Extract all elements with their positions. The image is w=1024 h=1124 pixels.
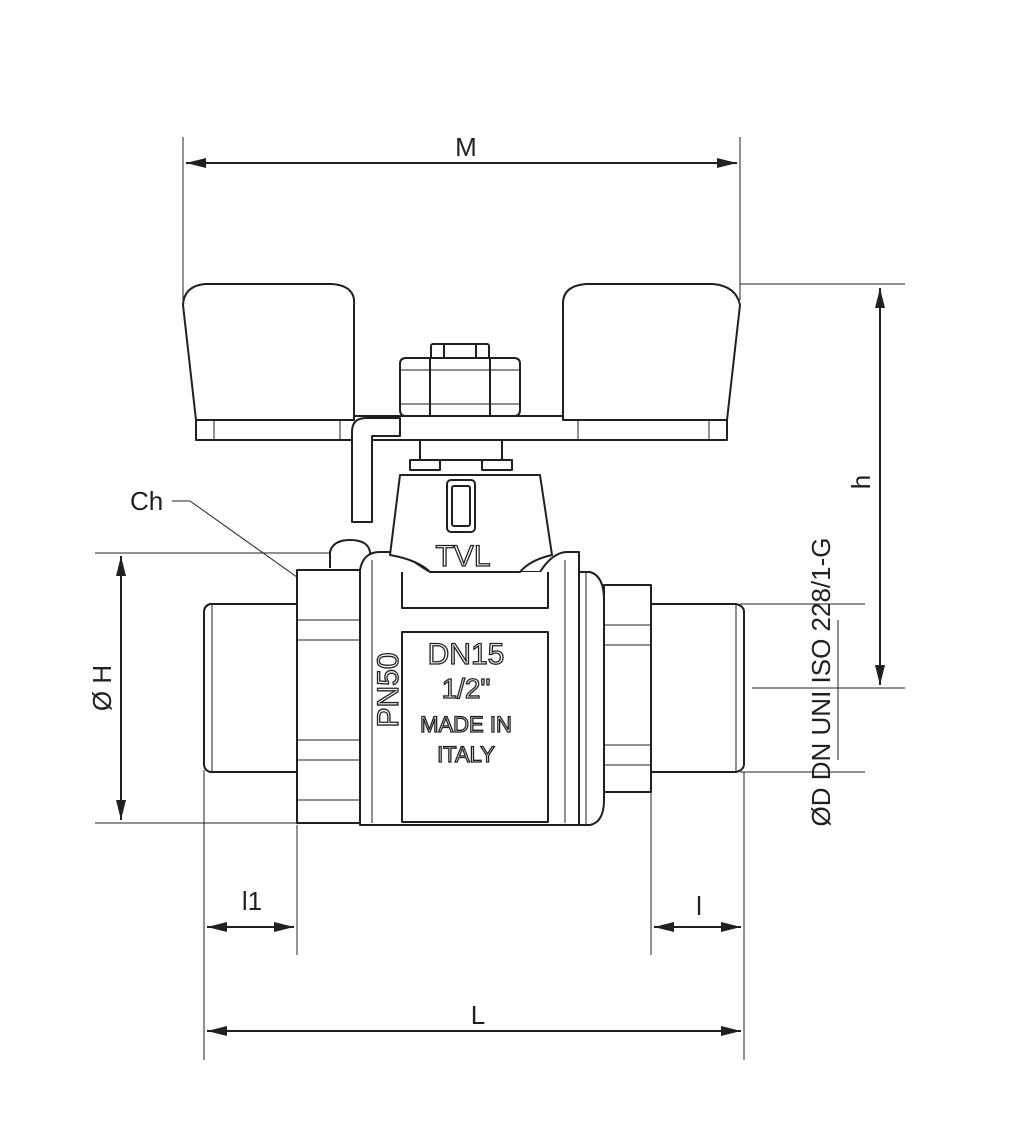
dimension-l1: l1 [203, 770, 298, 1060]
dimension-total-length-label: L [471, 1000, 485, 1030]
pressure-rating: PN50 [372, 652, 405, 727]
handle-wing-left [182, 283, 356, 421]
dimension-ch-label: Ch [130, 486, 163, 516]
dimension-m-label: M [455, 132, 477, 162]
dimension-dia-h-label: Ø H [87, 665, 117, 711]
dimension-m: M [182, 132, 741, 300]
valve-body [203, 474, 745, 826]
brand-mark: TVL [435, 540, 490, 573]
thread-standard-label: ØD DN UNI ISO 228/1-G [806, 538, 836, 827]
stem-nut [399, 343, 521, 471]
dimension-l-label: l [696, 891, 702, 921]
dimension-h: h [740, 283, 905, 689]
left-hex-nut [296, 569, 361, 824]
body-markings: TVL PN50 DN15 1/2" MADE IN ITALY [371, 539, 512, 767]
dimension-l: l [650, 772, 745, 1060]
dimension-dia-h: Ø H [87, 552, 375, 824]
dimension-h-label: h [846, 475, 876, 489]
dn-marking: DN15 [428, 638, 505, 671]
right-hex-nut [578, 571, 605, 826]
left-thread-end [203, 603, 298, 773]
size-marking: 1/2" [442, 673, 491, 704]
made-in-marking: MADE IN [420, 712, 512, 737]
country-marking: ITALY [437, 742, 495, 767]
right-thread-end [650, 603, 745, 773]
handle-stop-tab [351, 417, 401, 523]
butterfly-handle [182, 283, 741, 523]
right-union [603, 584, 652, 793]
dimension-total-length: L [207, 1000, 741, 1036]
marking-panel [401, 631, 549, 823]
dimension-thread-standard: ØD DN UNI ISO 228/1-G [740, 538, 865, 827]
dimension-l1-label: l1 [242, 886, 262, 916]
handle-wing-right [561, 283, 741, 421]
